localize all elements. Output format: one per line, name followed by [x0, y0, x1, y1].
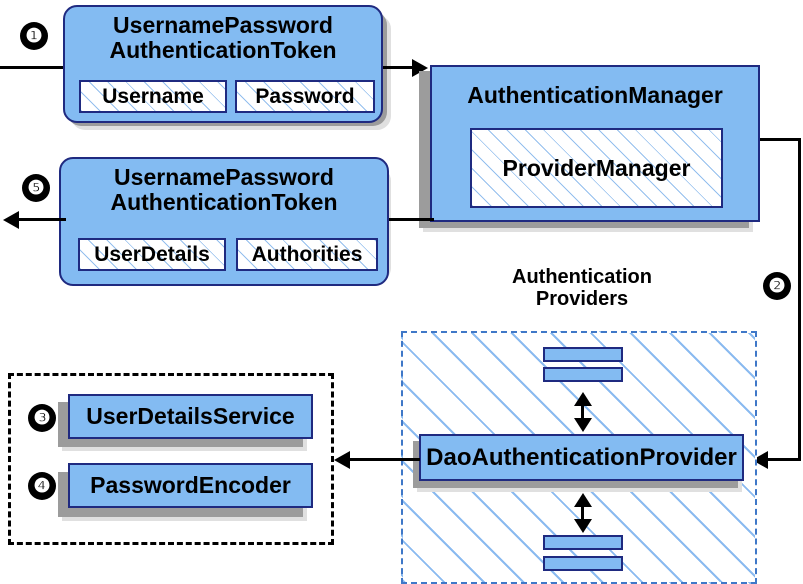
authentication-manager-title: AuthenticationManager: [467, 82, 723, 108]
provider-link-arrow-down: [574, 519, 592, 533]
response-output-line: [16, 218, 66, 221]
other-provider-bar-bottom-2[interactable]: [543, 556, 623, 571]
manager-to-response-token-line: [389, 218, 434, 221]
response-token-field-userdetails[interactable]: UserDetails: [78, 238, 226, 271]
request-token-field-username[interactable]: Username: [79, 80, 227, 113]
request-token-title-line1: UsernamePassword: [113, 12, 333, 38]
response-output-arrowhead: [3, 211, 19, 229]
authentication-providers-caption-line2: Providers: [535, 288, 629, 310]
step-marker-5: ❺: [22, 174, 50, 202]
other-provider-bar-top-1[interactable]: [543, 347, 623, 362]
provider-manager-box[interactable]: ProviderManager: [470, 128, 723, 208]
provider-link-line-upper: [581, 398, 584, 420]
response-token-title-line1: UsernamePassword: [114, 164, 334, 190]
manager-to-providers-line-top: [760, 138, 801, 141]
provider-link-line-lower: [581, 499, 584, 521]
other-provider-bar-bottom-1[interactable]: [543, 535, 623, 550]
manager-to-providers-line-bottom: [765, 458, 801, 461]
response-token-field-authorities[interactable]: Authorities: [236, 238, 378, 271]
step-marker-4: ❹: [28, 472, 56, 500]
token-to-manager-line: [383, 66, 415, 69]
provider-link-arrow-down-upper: [574, 418, 592, 432]
response-token-title-line2: AuthenticationToken: [110, 188, 338, 215]
user-details-service-box[interactable]: UserDetailsService: [68, 394, 313, 439]
request-token-title-line2: AuthenticationToken: [109, 36, 337, 63]
authentication-providers-caption: Authentication Providers: [462, 266, 702, 310]
manager-to-providers-line-vertical: [798, 138, 801, 460]
password-encoder-box[interactable]: PasswordEncoder: [68, 463, 313, 508]
step-marker-3: ❸: [28, 404, 56, 432]
services-container: [8, 373, 334, 545]
provider-to-services-arrowhead: [334, 451, 350, 469]
request-input-line: [0, 66, 70, 69]
dao-authentication-provider-box[interactable]: DaoAuthenticationProvider: [419, 434, 744, 481]
authentication-providers-caption-line1: Authentication: [512, 266, 652, 288]
step-marker-2: ❷: [763, 272, 791, 300]
request-token-field-password[interactable]: Password: [235, 80, 375, 113]
step-marker-1: ❶: [20, 22, 48, 50]
other-provider-bar-top-2[interactable]: [543, 367, 623, 382]
provider-to-services-line: [350, 458, 420, 461]
